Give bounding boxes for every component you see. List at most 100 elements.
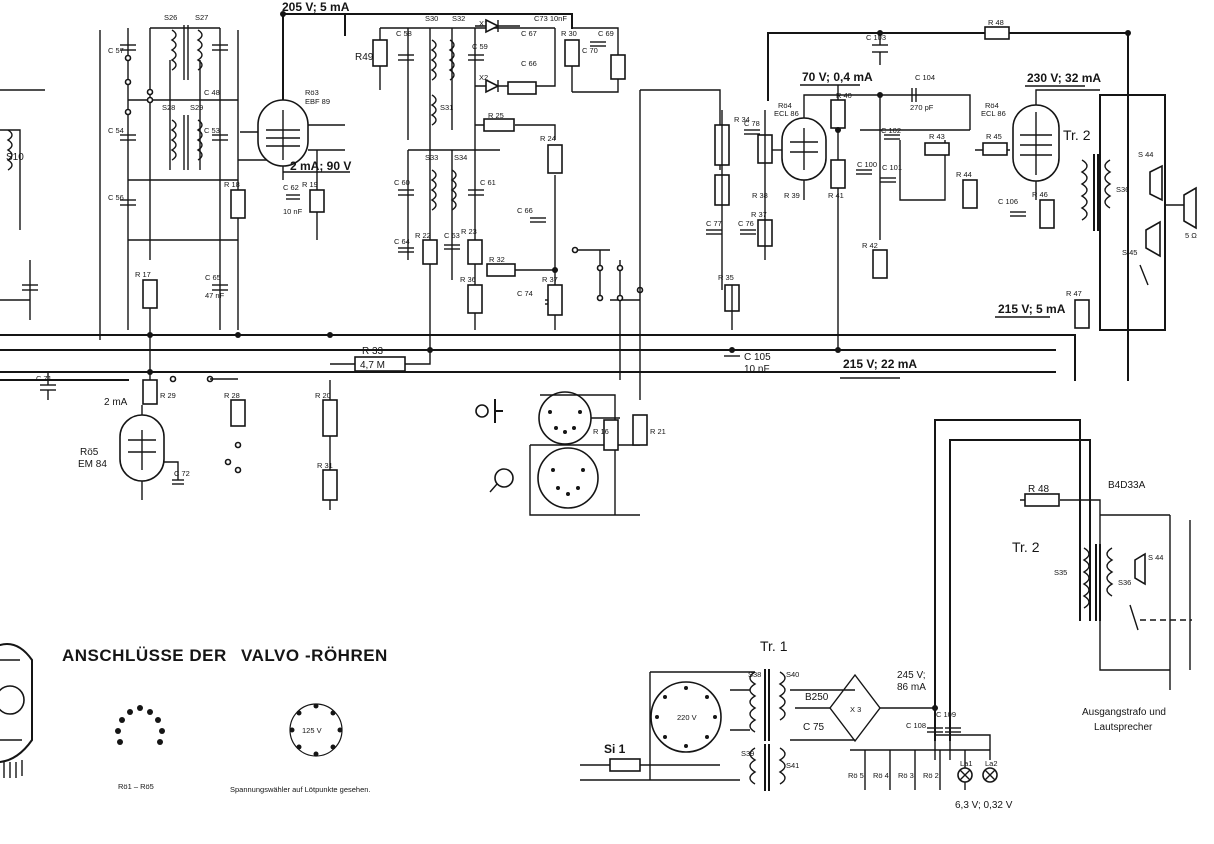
- label-s10: S10: [6, 152, 24, 163]
- label-r29: R 29: [160, 391, 176, 400]
- label-r23: R 23: [461, 227, 477, 236]
- label-r39: R 39: [784, 191, 800, 200]
- label-c62-value: 10 nF: [283, 207, 303, 216]
- label-s26: S26: [164, 13, 177, 22]
- caption-output-1: Ausgangstrafo und: [1082, 707, 1166, 718]
- label-b250: B250: [805, 692, 829, 703]
- label-c104: C 104: [915, 73, 935, 82]
- tube-ro4b-name: Rö4: [985, 101, 999, 110]
- resistor-r40: [830, 99, 846, 129]
- note-heater: 6,3 V; 0,32 V: [955, 800, 1013, 811]
- resistor-r48: [984, 26, 1010, 40]
- label-r34: R 34: [734, 115, 750, 124]
- noval-pin-diagram: [115, 705, 165, 745]
- label-r49: R49: [355, 52, 374, 63]
- label-mains-voltage: 220 V: [677, 713, 697, 722]
- tube-ro4b-type: ECL 86: [981, 109, 1006, 118]
- heading-brand: VALVO: [241, 646, 300, 665]
- label-r33: R 33: [362, 346, 384, 357]
- label-r48: R 48: [988, 18, 1004, 27]
- label-c101: C 101: [882, 163, 902, 172]
- label-s29: S29: [190, 103, 203, 112]
- label-c65-value: 47 nF: [205, 291, 225, 300]
- label-la2: La2: [985, 759, 998, 768]
- label-s36-top: S36: [1116, 185, 1129, 194]
- label-b4d33a: B4D33A: [1108, 480, 1146, 491]
- resistor-r31: [322, 469, 338, 501]
- junction-dots: [147, 11, 1131, 711]
- label-c60: C 60: [394, 178, 410, 187]
- label-r22: R 22: [415, 231, 431, 240]
- resistor-r19: [309, 189, 325, 213]
- label-r45: R 45: [986, 132, 1002, 141]
- resistor-r25b: [610, 54, 626, 80]
- label-c103: C 103: [866, 33, 886, 42]
- label-s39: S39: [741, 749, 754, 758]
- resistor-r32: [486, 263, 516, 277]
- din-socket-1: [475, 391, 620, 515]
- label-c65: C 65: [205, 273, 221, 282]
- resistor-r20: [322, 399, 338, 437]
- label-ro5-heater: Rö 5: [848, 771, 864, 780]
- audio-switch: [571, 89, 721, 400]
- note-70v: 70 V; 0,4 mA: [802, 70, 873, 84]
- label-c106: C 106: [998, 197, 1018, 206]
- resistor-r44: [962, 179, 978, 209]
- label-c64: C 64: [394, 237, 410, 246]
- label-r24: R 24: [540, 134, 556, 143]
- label-r37: R 37: [542, 275, 558, 284]
- label-c68: C 66: [521, 59, 537, 68]
- tube-ro4a-type: ECL 86: [774, 109, 799, 118]
- label-r21: R 21: [650, 427, 666, 436]
- label-c70: C 70: [582, 46, 598, 55]
- resistor-r52: [507, 81, 537, 95]
- caption-output-2: Lautsprecher: [1094, 722, 1153, 733]
- resistor-r27: [142, 379, 158, 405]
- rf-coil-section: [0, 25, 270, 400]
- tube-ro5-type: EM 84: [78, 459, 107, 470]
- tube-ro5: [119, 405, 184, 500]
- voltage-selector-diagram: [289, 703, 343, 757]
- label-s28: S28: [162, 103, 175, 112]
- note-2ma: 2 mA: [104, 397, 128, 408]
- resistor-r42: [872, 249, 888, 279]
- label-c75: C 75: [803, 722, 825, 733]
- label-r25: R 25: [488, 111, 504, 120]
- label-s30: S30: [425, 14, 438, 23]
- label-c56: C 56: [108, 193, 124, 202]
- label-r17: R 17: [135, 270, 151, 279]
- resistor-r41: [830, 159, 846, 189]
- label-r47: R 47: [1066, 289, 1082, 298]
- label-ro2-heater: Rö 2: [923, 771, 939, 780]
- diode-x2: [485, 78, 500, 94]
- note-245v: 245 V;: [897, 670, 926, 681]
- note-86ma: 86 mA: [897, 682, 926, 693]
- label-c77: C 77: [706, 219, 722, 228]
- caption-voltage-selector: Spannungswähler auf Lötpunkte gesehen.: [230, 785, 371, 794]
- label-c57: C 57: [108, 46, 124, 55]
- heading-suffix: -RÖHREN: [305, 646, 388, 665]
- label-tr2: Tr. 2: [1063, 127, 1091, 143]
- label-la1: La1: [960, 759, 973, 768]
- label-r44: R 44: [956, 170, 972, 179]
- note-215v-5ma: 215 V; 5 mA: [998, 302, 1066, 316]
- label-c71: C 71: [36, 374, 52, 383]
- tube-ro5-name: Rö5: [80, 447, 99, 458]
- label-r38: R 38: [752, 191, 768, 200]
- label-r31: R 31: [317, 461, 333, 470]
- label-s33: S33: [425, 153, 438, 162]
- label-x1: X1: [479, 19, 488, 28]
- caption-tube-pins: Rö1 – Rö5: [118, 782, 154, 791]
- resistor-r26: [467, 284, 483, 314]
- label-r41: R 41: [828, 191, 844, 200]
- label-r46: R 46: [1032, 190, 1048, 199]
- selector-voltage: 125 V: [302, 726, 322, 735]
- label-ro4-heater: Rö 4: [873, 771, 889, 780]
- label-c59: C 59: [472, 42, 488, 51]
- label-r32: R 32: [489, 255, 505, 264]
- output-transformer-tr2: [1080, 94, 1197, 331]
- label-s27: S27: [195, 13, 208, 22]
- label-c105-value: 10 nF: [744, 364, 770, 375]
- resistor-r17: [142, 279, 158, 309]
